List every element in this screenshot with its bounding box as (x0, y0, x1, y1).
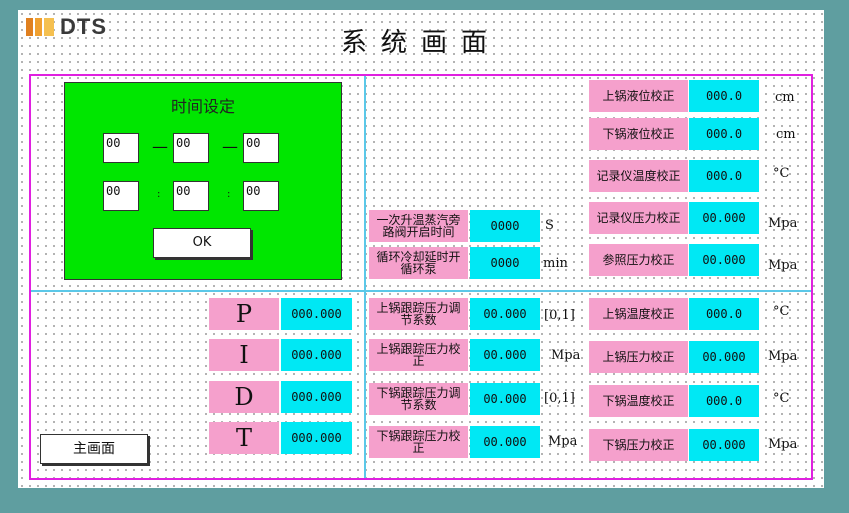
upper-temp-cal-label: 上锅温度校正 (589, 298, 688, 330)
main-screen-button[interactable]: 主画面 (40, 434, 148, 464)
upper-follow-pressure-value[interactable]: 00.000 (470, 339, 540, 371)
lower-level-cal-label: 下锅液位校正 (589, 118, 688, 150)
ok-button[interactable]: OK (153, 228, 251, 258)
time-colon: : (157, 189, 161, 200)
unit-mpa: Mpa (768, 349, 798, 364)
time-input-r1-2[interactable]: 00 (173, 133, 209, 163)
divider-vertical (364, 76, 366, 478)
upper-follow-pressure-label: 上锅跟踪压力校正 (369, 339, 468, 371)
unit-cm: cm (775, 90, 795, 105)
upper-level-cal-value[interactable]: 000.0 (689, 80, 759, 112)
unit-range: [0,1] (544, 308, 575, 323)
time-input-r1-3[interactable]: 00 (243, 133, 279, 163)
upper-follow-coeff-value[interactable]: 00.000 (470, 298, 540, 330)
time-panel-title: 时间设定 (170, 97, 235, 116)
time-input-r1-1[interactable]: 00 (103, 133, 139, 163)
upper-follow-coeff-label: 上锅跟踪压力调节系数 (369, 298, 468, 330)
unit-celsius: °C (773, 304, 790, 319)
unit-range: [0,1] (544, 391, 575, 406)
divider-horizontal (31, 290, 811, 292)
unit-minutes: min (543, 256, 568, 271)
unit-mpa: Mpa (768, 437, 798, 452)
time-input-r2-2[interactable]: 00 (173, 181, 209, 211)
time-dash: — (222, 137, 238, 156)
pid-label-p: P (209, 298, 279, 330)
unit-celsius: °C (773, 166, 790, 181)
pid-value-t[interactable]: 000.000 (281, 422, 352, 454)
upper-pressure-cal-value[interactable]: 00.000 (689, 341, 759, 373)
bypass-valve-time-value[interactable]: 0000 (470, 210, 540, 242)
time-input-r2-1[interactable]: 00 (103, 181, 139, 211)
lower-temp-cal-value[interactable]: 000.0 (689, 385, 759, 417)
reference-pressure-cal-label: 参照压力校正 (589, 244, 688, 276)
upper-pressure-cal-label: 上锅压力校正 (589, 341, 688, 373)
unit-seconds: S (545, 218, 554, 233)
unit-celsius: °C (773, 391, 790, 406)
recorder-temp-cal-label: 记录仪温度校正 (589, 160, 688, 192)
lower-follow-pressure-label: 下锅跟踪压力校正 (369, 426, 468, 458)
content-frame (29, 74, 813, 480)
time-dash: — (152, 137, 168, 156)
time-setting-panel: 时间设定 00 — 00 — 00 00 : 00 : 00 OK (64, 82, 342, 280)
lower-temp-cal-label: 下锅温度校正 (589, 385, 688, 417)
upper-temp-cal-value[interactable]: 000.0 (689, 298, 759, 330)
pid-value-d[interactable]: 000.000 (281, 381, 352, 413)
lower-pressure-cal-label: 下锅压力校正 (589, 429, 688, 461)
recorder-temp-cal-value[interactable]: 000.0 (689, 160, 759, 192)
bypass-valve-time-label: 一次升温蒸汽旁路阀开启时间 (369, 210, 468, 242)
unit-mpa: Mpa (551, 348, 581, 363)
time-input-r2-3[interactable]: 00 (243, 181, 279, 211)
time-colon: : (227, 189, 231, 200)
logo-bars-icon (26, 18, 56, 36)
recorder-pressure-cal-label: 记录仪压力校正 (589, 202, 688, 234)
cooling-delay-label: 循环冷却延时开循环泵 (369, 247, 468, 279)
unit-mpa: Mpa (548, 434, 578, 449)
lower-pressure-cal-value[interactable]: 00.000 (689, 429, 759, 461)
pid-label-i: I (209, 339, 279, 371)
reference-pressure-cal-value[interactable]: 00.000 (689, 244, 759, 276)
upper-level-cal-label: 上锅液位校正 (589, 80, 688, 112)
recorder-pressure-cal-value[interactable]: 00.000 (689, 202, 759, 234)
page-title: 系统画面 (340, 28, 501, 58)
pid-value-i[interactable]: 000.000 (281, 339, 352, 371)
logo-text: DTS (60, 14, 107, 39)
hmi-screen: DTS 系统画面 时间设定 00 — 00 — 00 00 : 00 : 00 … (18, 10, 824, 488)
lower-follow-coeff-value[interactable]: 00.000 (470, 383, 540, 415)
cooling-delay-value[interactable]: 0000 (470, 247, 540, 279)
unit-mpa: Mpa (768, 216, 798, 231)
dts-logo: DTS (26, 14, 136, 42)
lower-follow-pressure-value[interactable]: 00.000 (470, 426, 540, 458)
unit-cm: cm (776, 127, 796, 142)
lower-follow-coeff-label: 下锅跟踪压力调节系数 (369, 383, 468, 415)
lower-level-cal-value[interactable]: 000.0 (689, 118, 759, 150)
pid-label-d: D (209, 381, 279, 413)
pid-value-p[interactable]: 000.000 (281, 298, 352, 330)
pid-label-t: T (209, 422, 279, 454)
unit-mpa: Mpa (768, 258, 798, 273)
